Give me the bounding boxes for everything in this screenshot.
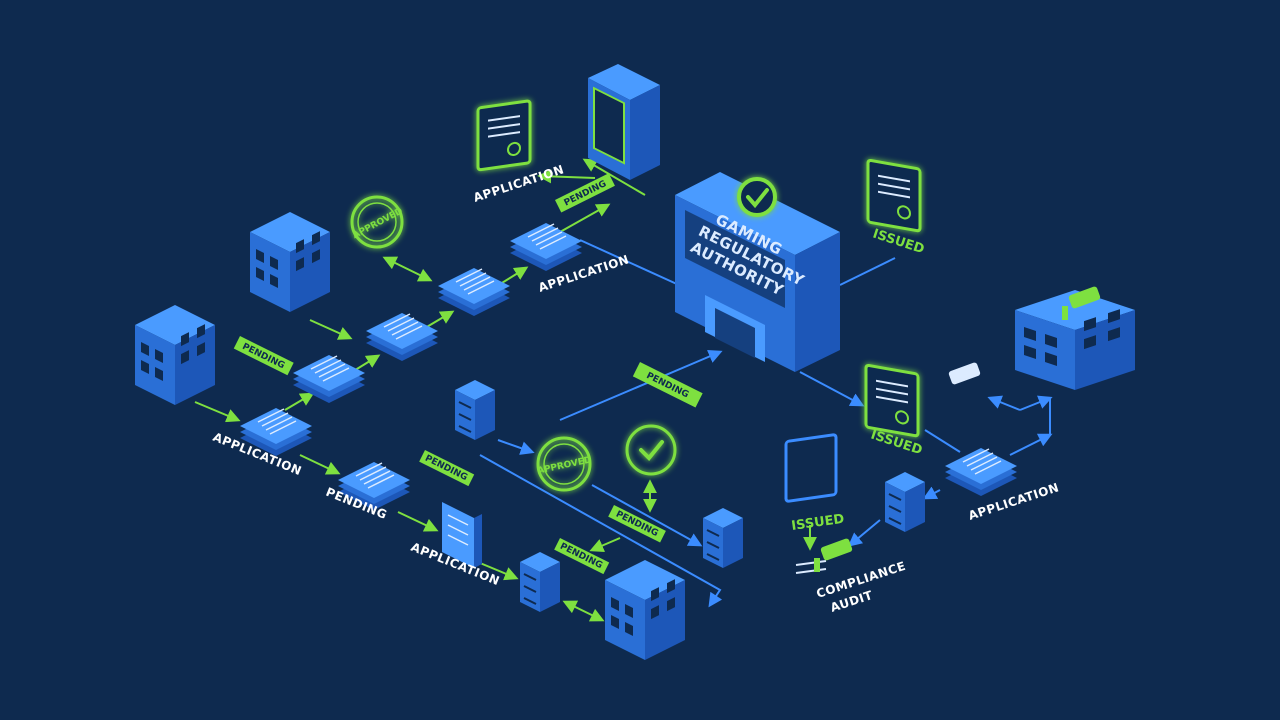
document-stack-7 <box>944 447 1018 497</box>
certificate-icon-issued-bottom <box>784 433 838 574</box>
server-2 <box>519 551 561 613</box>
issued-label-bottom: ISSUED <box>790 512 845 534</box>
checkmark-badge-icon <box>737 177 777 217</box>
authority-headquarters: GAMING REGULATORY AUTHORITY <box>675 172 840 372</box>
connection-lines <box>194 158 1053 622</box>
server-3 <box>702 507 744 569</box>
pending-pill-4: PENDING <box>419 450 475 487</box>
check-stamp-icon <box>625 424 677 476</box>
certificate-icon-issued-top <box>866 158 922 233</box>
pending-pill-6-text: PENDING <box>558 542 604 571</box>
camera-icon-mid <box>948 362 981 385</box>
document-stack-5 <box>437 267 511 317</box>
document-stack-4 <box>365 312 439 362</box>
pending-pill-6: PENDING <box>554 538 610 575</box>
pending-pill-1: PENDING <box>233 336 294 376</box>
server-1 <box>454 379 496 441</box>
approved-stamp-top: APPROVED <box>350 195 405 249</box>
document-upright <box>442 502 482 568</box>
building-left <box>135 305 215 405</box>
camera-icon-audit <box>814 537 853 572</box>
document-stack-3 <box>292 354 366 404</box>
server-4 <box>884 471 926 533</box>
certificate-building-top <box>588 64 660 180</box>
certificate-icon-issued-mid <box>864 363 920 438</box>
document-stack-6 <box>509 222 583 272</box>
building-bottom <box>605 560 685 660</box>
approved-stamp-mid: APPROVED <box>536 436 592 492</box>
building-top-left <box>250 212 330 312</box>
pending-pill-4-text: PENDING <box>423 454 469 483</box>
certificate-icon-top <box>476 99 532 172</box>
